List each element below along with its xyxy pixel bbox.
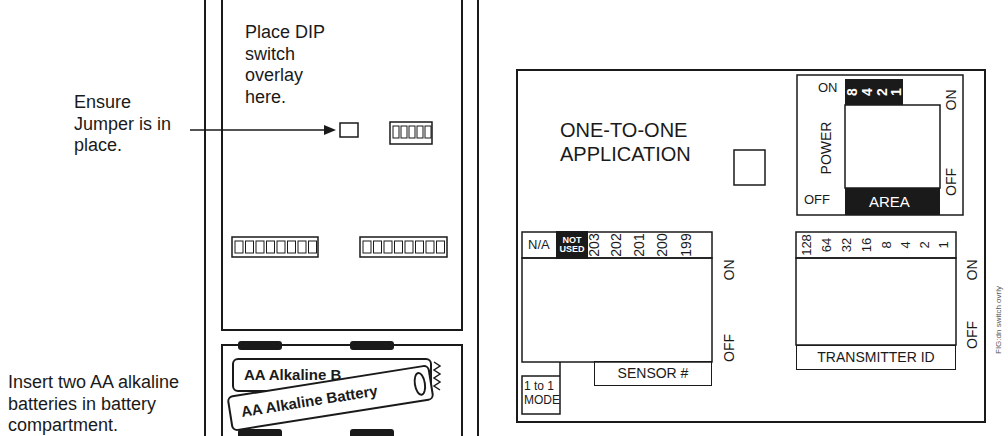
switch-value: 1 [889, 88, 903, 96]
leader-line [190, 129, 326, 131]
dip-switch [390, 122, 432, 144]
battery-spring [434, 362, 440, 390]
switch-cell [416, 241, 424, 253]
switch-cell [298, 241, 306, 253]
housing-edge [204, 0, 206, 436]
id-bit: 4 [899, 241, 912, 248]
switch-label: OFF [804, 192, 830, 208]
label-band: NOT USED [556, 231, 588, 259]
battery-clip [238, 341, 282, 350]
jumper [340, 123, 358, 137]
switch-cell [426, 241, 434, 253]
switch-label: ON [722, 260, 736, 281]
switch-cell [374, 241, 382, 253]
id-bit: 32 [840, 238, 853, 252]
switch-label: OFF [722, 334, 736, 362]
id-bit: 64 [820, 238, 833, 252]
transmitter-label-row [796, 232, 956, 258]
switch-cell [401, 126, 407, 138]
id-bit: 16 [860, 238, 873, 252]
sensor-number: 202 [609, 233, 623, 256]
dip-switch [232, 237, 318, 257]
switch-cell [246, 241, 254, 253]
label-band [845, 79, 903, 105]
label-box: TRANSMITTER ID [796, 345, 956, 370]
battery-clip [238, 429, 282, 436]
switch-label: OFF [965, 321, 979, 349]
switch-cell [235, 241, 243, 253]
label-box: SENSOR # [594, 361, 712, 386]
id-bit: 8 [880, 241, 893, 248]
id-bit: 128 [800, 234, 813, 256]
switch-cell [277, 241, 285, 253]
figure-id: FIG:dn switch ovrly [995, 286, 1003, 354]
dip-switch [360, 237, 447, 257]
switch-cell [288, 241, 296, 253]
overlay-title: ONE-TO-ONE APPLICATION [560, 118, 710, 166]
switch-cell [256, 241, 264, 253]
switch-cell [409, 126, 415, 138]
switch-value: 4 [860, 88, 874, 96]
switch-cell [363, 241, 371, 253]
circuit-board [222, 0, 462, 330]
switch-label: N/A [528, 237, 550, 253]
mode-label: 1 to 1 MODE [524, 379, 560, 408]
jumper-cutout [734, 150, 765, 185]
label-band: AREA [845, 188, 940, 215]
id-bit: 2 [918, 241, 931, 248]
switch-value: 8 [845, 88, 859, 96]
node-text: SENSOR # [618, 366, 689, 381]
switch-cell [384, 241, 392, 253]
switch-label: OFF [944, 168, 958, 196]
switch-window [796, 258, 956, 345]
sensor-number: 199 [679, 233, 693, 256]
battery-clip [350, 341, 394, 350]
switch-cell [393, 126, 399, 138]
switch-cell [437, 241, 445, 253]
switch-label: ON [965, 260, 979, 281]
housing-edge [477, 0, 479, 436]
overlay-outline [517, 70, 985, 422]
battery-compartment [222, 345, 462, 436]
battery-terminal [412, 371, 428, 397]
sensor-number: 201 [632, 233, 646, 256]
battery-clip [350, 429, 394, 436]
mode-bracket [522, 362, 560, 414]
switch-window [522, 258, 712, 362]
power-area-frame [797, 75, 963, 215]
switch-cell [309, 241, 317, 253]
switch-cell [425, 126, 431, 138]
sensor-label-row [522, 232, 712, 258]
id-bit: 1 [937, 241, 950, 248]
switch-label: ON [818, 80, 838, 96]
switch-cell [405, 241, 413, 253]
switch-window [845, 105, 940, 188]
switch-cells [235, 126, 445, 253]
switch-value: 2 [875, 88, 889, 96]
sensor-number: 203 [587, 233, 601, 256]
instruction-text: Place DIP switch overlay here. [245, 22, 345, 108]
node-text: TRANSMITTER ID [817, 350, 934, 365]
arrowhead [324, 125, 336, 135]
switch-cell [417, 126, 423, 138]
sensor-number: 200 [655, 233, 669, 256]
switch-cell [395, 241, 403, 253]
switch-label: ON [944, 90, 958, 111]
instruction-text: Insert two AA alkaline batteries in batt… [8, 372, 208, 436]
node-text: AREA [869, 194, 910, 210]
callout-text: Ensure Jumper is in place. [74, 92, 182, 157]
switch-cell [267, 241, 275, 253]
node-text: NOT USED [558, 236, 586, 255]
switch-label: POWER [819, 122, 833, 175]
